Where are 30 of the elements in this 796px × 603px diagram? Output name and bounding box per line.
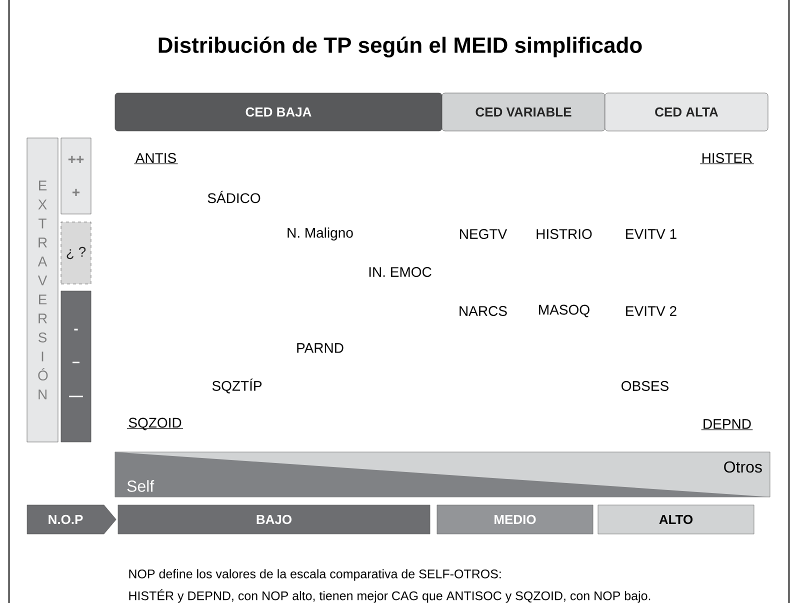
disorder-label: OBSES bbox=[622, 381, 668, 391]
level-box: ¿ ? bbox=[60, 222, 92, 284]
level-bar: BAJO bbox=[118, 504, 430, 534]
disorder-label: NARCS bbox=[460, 306, 507, 316]
disorder-label: NEGTV bbox=[460, 229, 508, 239]
disorder-label: SQZTÍP bbox=[212, 378, 262, 394]
underlined-label: SQZOID bbox=[126, 418, 184, 430]
underlined-label: ANTIS bbox=[134, 153, 178, 164]
disorder-label: PARND bbox=[297, 343, 344, 353]
disorder-label: SÁDICO bbox=[208, 190, 260, 204]
level-box: ++ + bbox=[60, 138, 92, 214]
note-text: HISTÉR y DEPND, con NOP alto, tienen mejor CAG que ANTISOC y SQZOID, con NOP bajo. bbox=[129, 589, 650, 603]
note-text: NOP define los valores de la escala comparativa de SELF-OTROS: bbox=[129, 569, 501, 581]
underlined-label: DEPND bbox=[700, 419, 754, 430]
level-bar: MEDIO bbox=[436, 504, 594, 534]
self-others-band: Self Otros bbox=[114, 452, 770, 498]
level-box: - – — bbox=[60, 290, 92, 442]
disorder-label: EVITV 1 bbox=[626, 229, 676, 239]
axis-bar: E X T R A V E R S I Ó N bbox=[26, 138, 58, 442]
disorder-label: IN. EMOC bbox=[369, 267, 432, 277]
category-header: CED VARIABLE bbox=[442, 92, 606, 132]
disorder-label: MASOQ bbox=[539, 304, 590, 318]
category-header: CED BAJA bbox=[114, 92, 442, 132]
title: Distribución de TP según el MEID simplificado bbox=[158, 36, 642, 58]
disorder-label: HISTRIO bbox=[536, 229, 592, 239]
underlined-label: HISTER bbox=[700, 153, 754, 164]
level-bar: ALTO bbox=[598, 504, 754, 534]
disorder-label: N. Maligno bbox=[288, 227, 353, 241]
disorder-label: EVITV 2 bbox=[626, 306, 676, 316]
category-header: CED ALTA bbox=[604, 92, 768, 132]
